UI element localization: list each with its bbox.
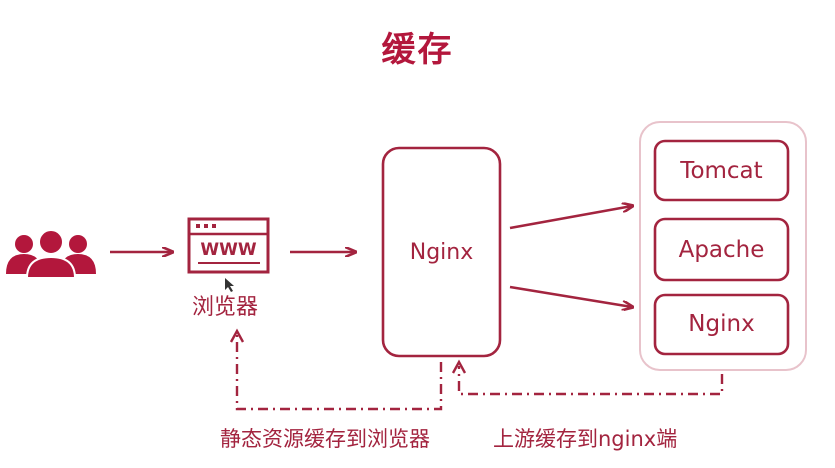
upstream-cache-path	[457, 366, 724, 396]
upstream-cache-arrowhead	[451, 359, 467, 374]
browser-window-icon	[187, 217, 270, 274]
arrow-proxy-to-upstream-top	[509, 206, 632, 230]
upstream-label-nginx: Nginx	[688, 311, 755, 337]
upstream-box-tomcat	[653, 139, 790, 202]
browser-cache-path	[235, 334, 443, 411]
browser-cache-caption: 静态资源缓存到浏览器	[220, 427, 430, 451]
upstream-cache-caption: 上游缓存到nginx端	[493, 427, 678, 451]
upstream-label-tomcat: Tomcat	[680, 158, 763, 184]
cursor-icon	[225, 278, 234, 292]
proxy-box	[381, 146, 502, 358]
page-title: 缓存	[381, 30, 454, 70]
upstream-label-apache: Apache	[678, 237, 765, 263]
arrow-proxy-to-upstream-bottom	[509, 285, 632, 307]
upstream-box-apache	[653, 217, 790, 282]
proxy-label: Nginx	[409, 240, 474, 265]
upstream-box-nginx	[653, 293, 790, 356]
browser-icon-text: WWW	[200, 240, 257, 260]
browser-cache-arrowhead	[229, 328, 245, 343]
browser-label: 浏览器	[191, 295, 258, 320]
users-icon	[6, 229, 96, 279]
